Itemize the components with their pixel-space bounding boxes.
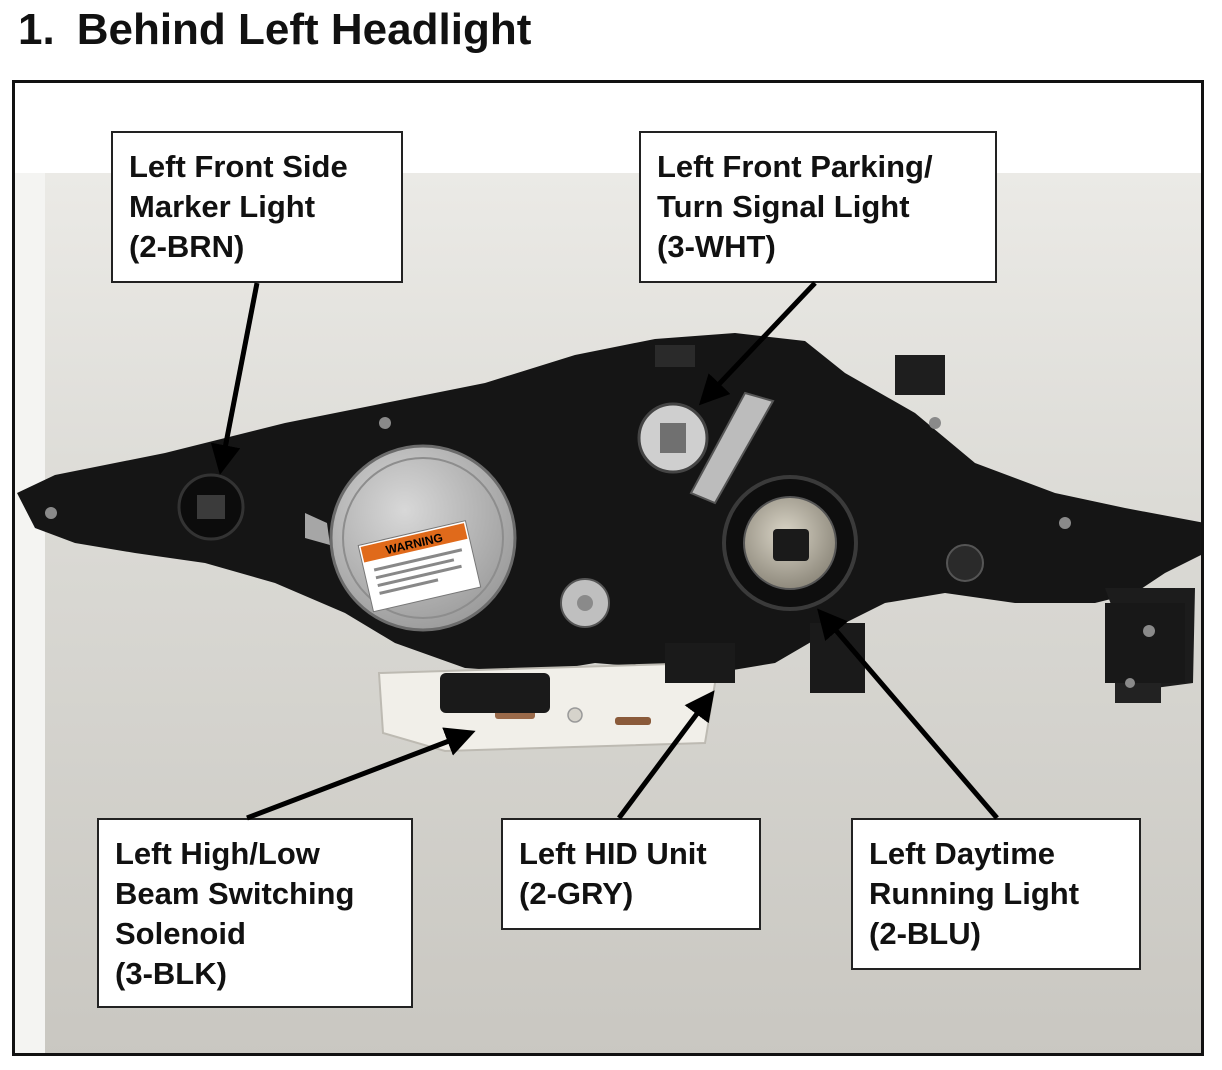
callout-line: Running Light: [869, 876, 1080, 911]
callout-line: Left Front Side: [129, 149, 348, 184]
callout-line: Left High/Low: [115, 836, 320, 871]
callout-line: (3-BLK): [115, 956, 227, 991]
callout-side-marker: Left Front Side Marker Light (2-BRN): [111, 131, 403, 283]
callout-line: Marker Light: [129, 189, 316, 224]
diagram-frame: WARNING Left Front Side Marker Light: [12, 80, 1204, 1056]
callout-line: (2-GRY): [519, 876, 634, 911]
callout-daytime-running: Left Daytime Running Light (2-BLU): [851, 818, 1141, 970]
callout-line: Solenoid: [115, 916, 246, 951]
callout-solenoid: Left High/Low Beam Switching Solenoid (3…: [97, 818, 413, 1008]
callout-line: (2-BLU): [869, 916, 981, 951]
warning-label: WARNING: [357, 520, 482, 613]
headlight-housing: [17, 333, 1201, 673]
callout-line: Left Daytime: [869, 836, 1056, 871]
section-number: 1.: [18, 5, 55, 54]
callout-hid-unit: Left HID Unit (2-GRY): [501, 818, 761, 930]
section-title: Behind Left Headlight: [76, 5, 532, 54]
callout-line: Left HID Unit: [519, 836, 707, 871]
callout-line: Left Front Parking/: [657, 149, 933, 184]
callout-line: Beam Switching: [115, 876, 355, 911]
callout-line: (3-WHT): [657, 229, 776, 264]
callout-line: (2-BRN): [129, 229, 245, 264]
callout-line: Turn Signal Light: [657, 189, 910, 224]
callout-parking-turn: Left Front Parking/ Turn Signal Light (3…: [639, 131, 997, 283]
page-title: 1. Behind Left Headlight: [18, 2, 531, 58]
